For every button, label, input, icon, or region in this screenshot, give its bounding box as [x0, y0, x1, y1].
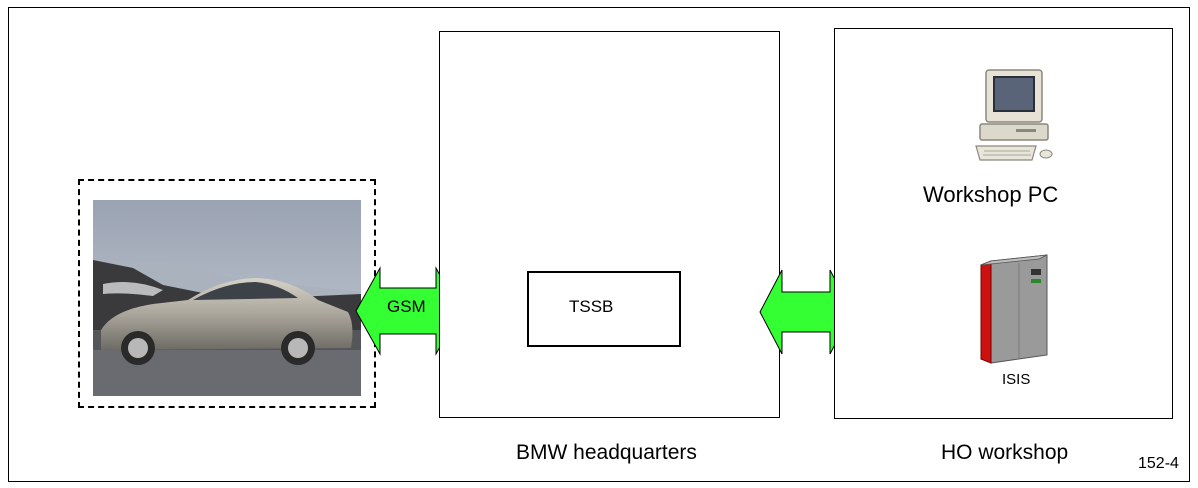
workshop-pc-label: Workshop PC	[923, 182, 1059, 207]
headquarters-label: BMW headquarters	[516, 441, 697, 464]
desktop-computer-icon	[975, 69, 1053, 161]
server-cabinet-icon	[980, 254, 1048, 364]
headquarters-box	[439, 31, 780, 418]
gsm-label: GSM	[387, 297, 426, 316]
figure-id: 152-4	[1138, 455, 1179, 472]
diagram-frame	[8, 7, 1190, 482]
isis-label: ISIS	[1002, 371, 1031, 388]
tssb-label: TSSB	[569, 297, 614, 316]
tssb-box	[527, 271, 681, 347]
car-photo	[93, 200, 361, 396]
workshop-label: HO workshop	[941, 441, 1069, 464]
